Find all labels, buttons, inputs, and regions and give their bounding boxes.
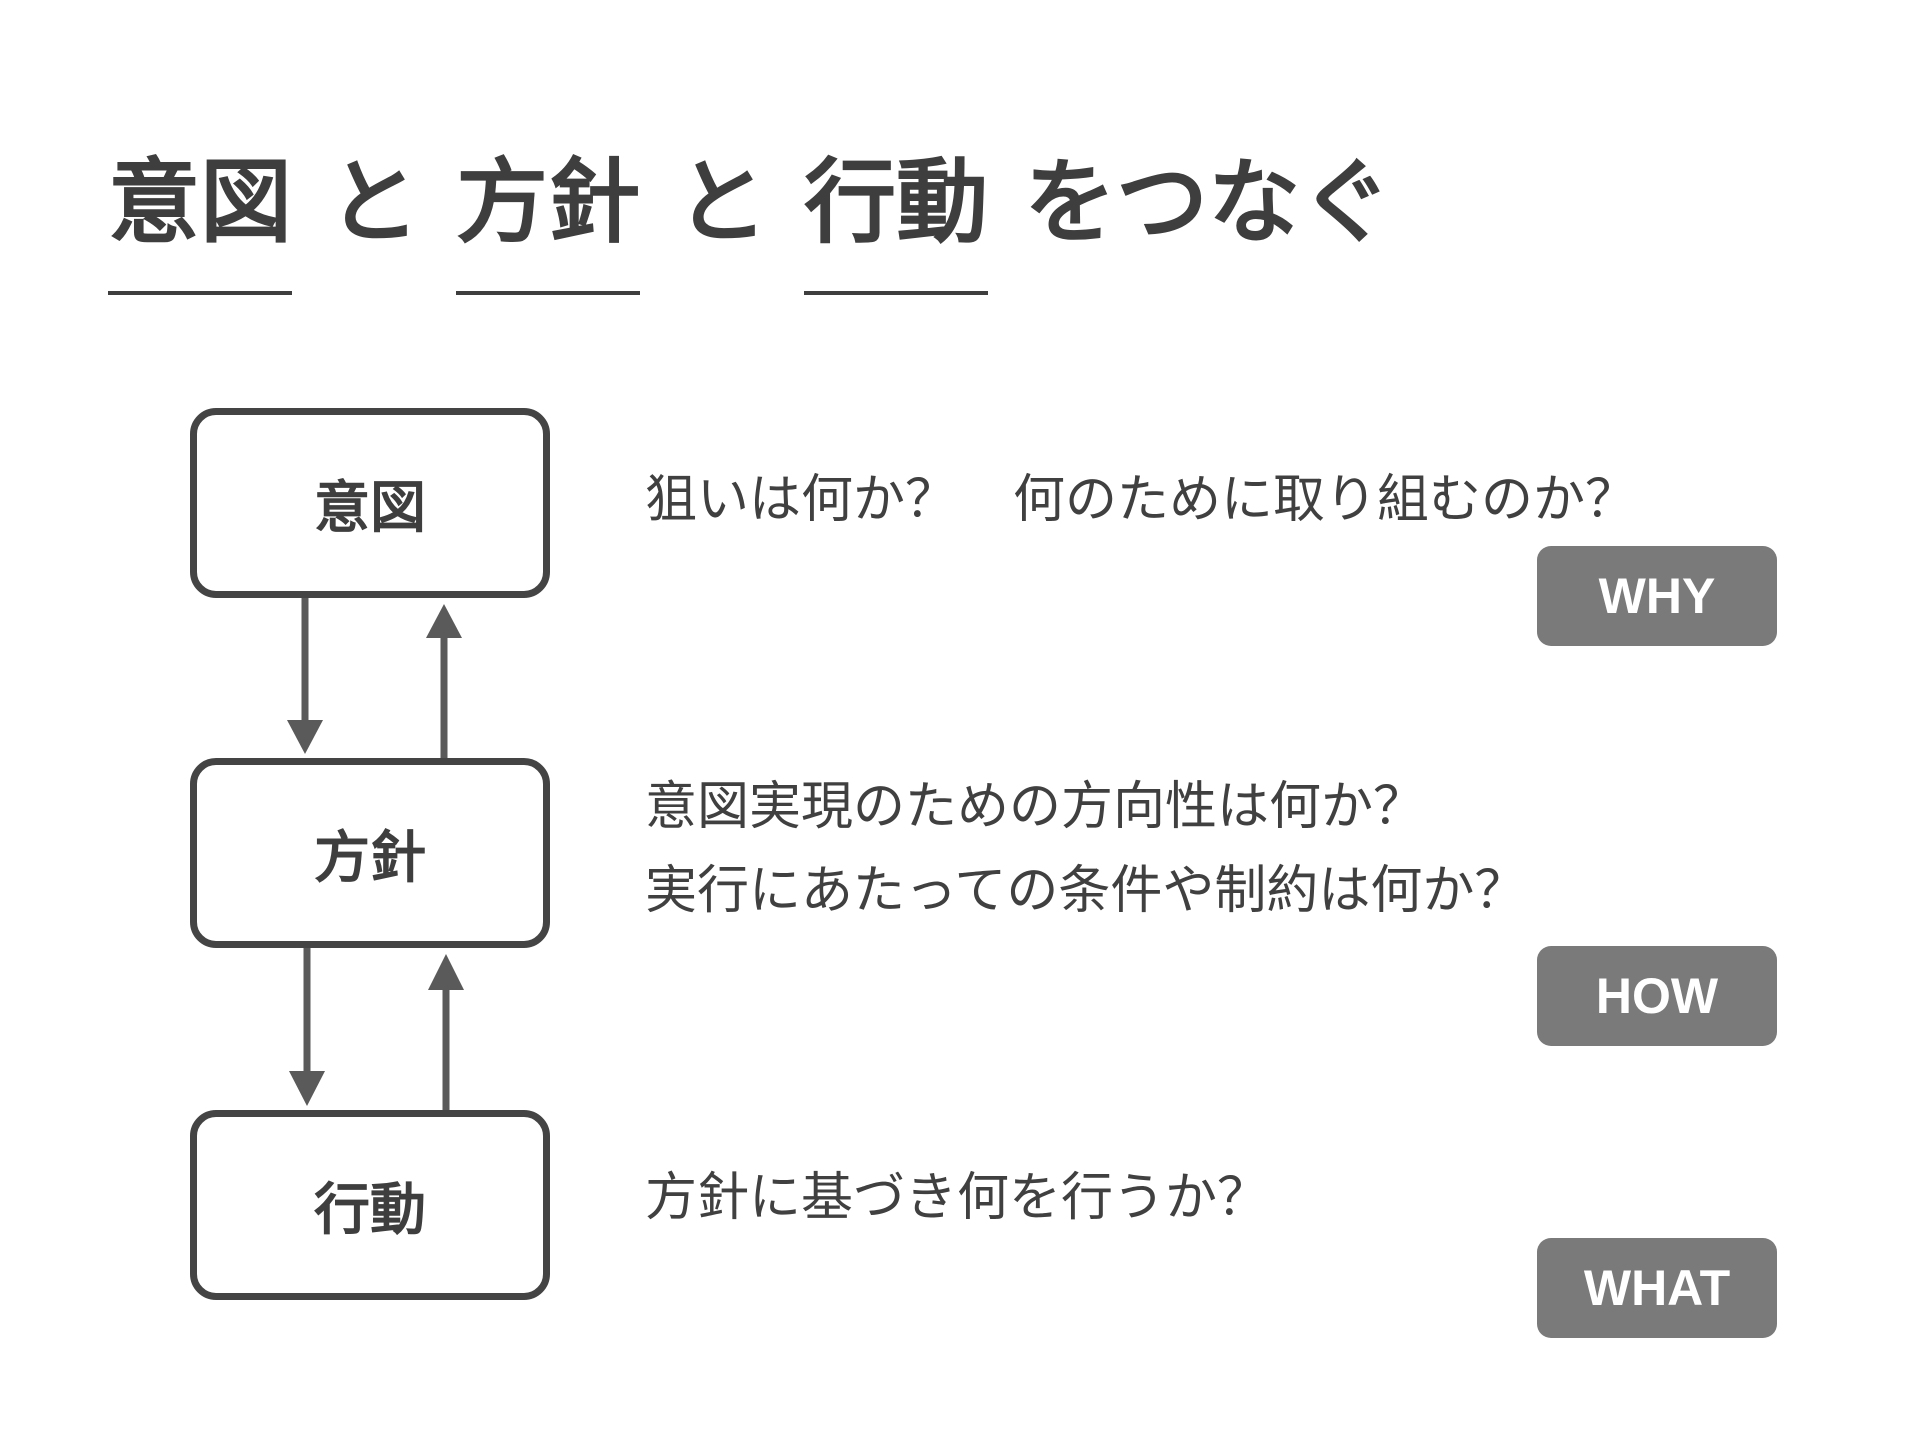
question-action: 方針に基づき何を行うか？	[645, 1168, 1270, 1228]
title-keyword-intent: 意図	[108, 128, 293, 295]
arrowhead-up-icon	[426, 604, 462, 638]
arrowhead-down-icon	[289, 1071, 325, 1106]
node-intent: 意図	[190, 408, 550, 598]
title-keyword-policy: 方針	[456, 128, 641, 295]
badge-why: WHY	[1537, 546, 1777, 646]
title-joiner: と	[328, 149, 421, 256]
question-intent: 狙いは何か？ 何のために取り組むのか？	[645, 458, 1637, 542]
question-policy: 意図実現のための方向性は何か？ 実行にあたっての条件や制約は何か？	[645, 765, 1526, 933]
page-title: 意図 と 方針 と 行動 をつなぐ	[108, 128, 1393, 295]
title-joiner: と	[676, 149, 769, 256]
question-intent-purpose: 何のために取り組むのか？	[1013, 470, 1638, 530]
arrowhead-down-icon	[287, 720, 323, 754]
badge-what: WHAT	[1537, 1238, 1777, 1338]
question-intent-aim: 狙いは何か？	[645, 470, 958, 530]
badge-how: HOW	[1537, 946, 1777, 1046]
title-keyword-action: 行動	[804, 128, 989, 295]
question-policy-direction: 意図実現のための方向性は何か？	[645, 777, 1426, 837]
node-policy: 方針	[190, 758, 550, 948]
arrowhead-up-icon	[428, 954, 464, 990]
title-tail: をつなぐ	[1024, 149, 1393, 256]
question-policy-constraints: 実行にあたっての条件や制約は何か？	[645, 861, 1527, 921]
node-action: 行動	[190, 1110, 550, 1300]
